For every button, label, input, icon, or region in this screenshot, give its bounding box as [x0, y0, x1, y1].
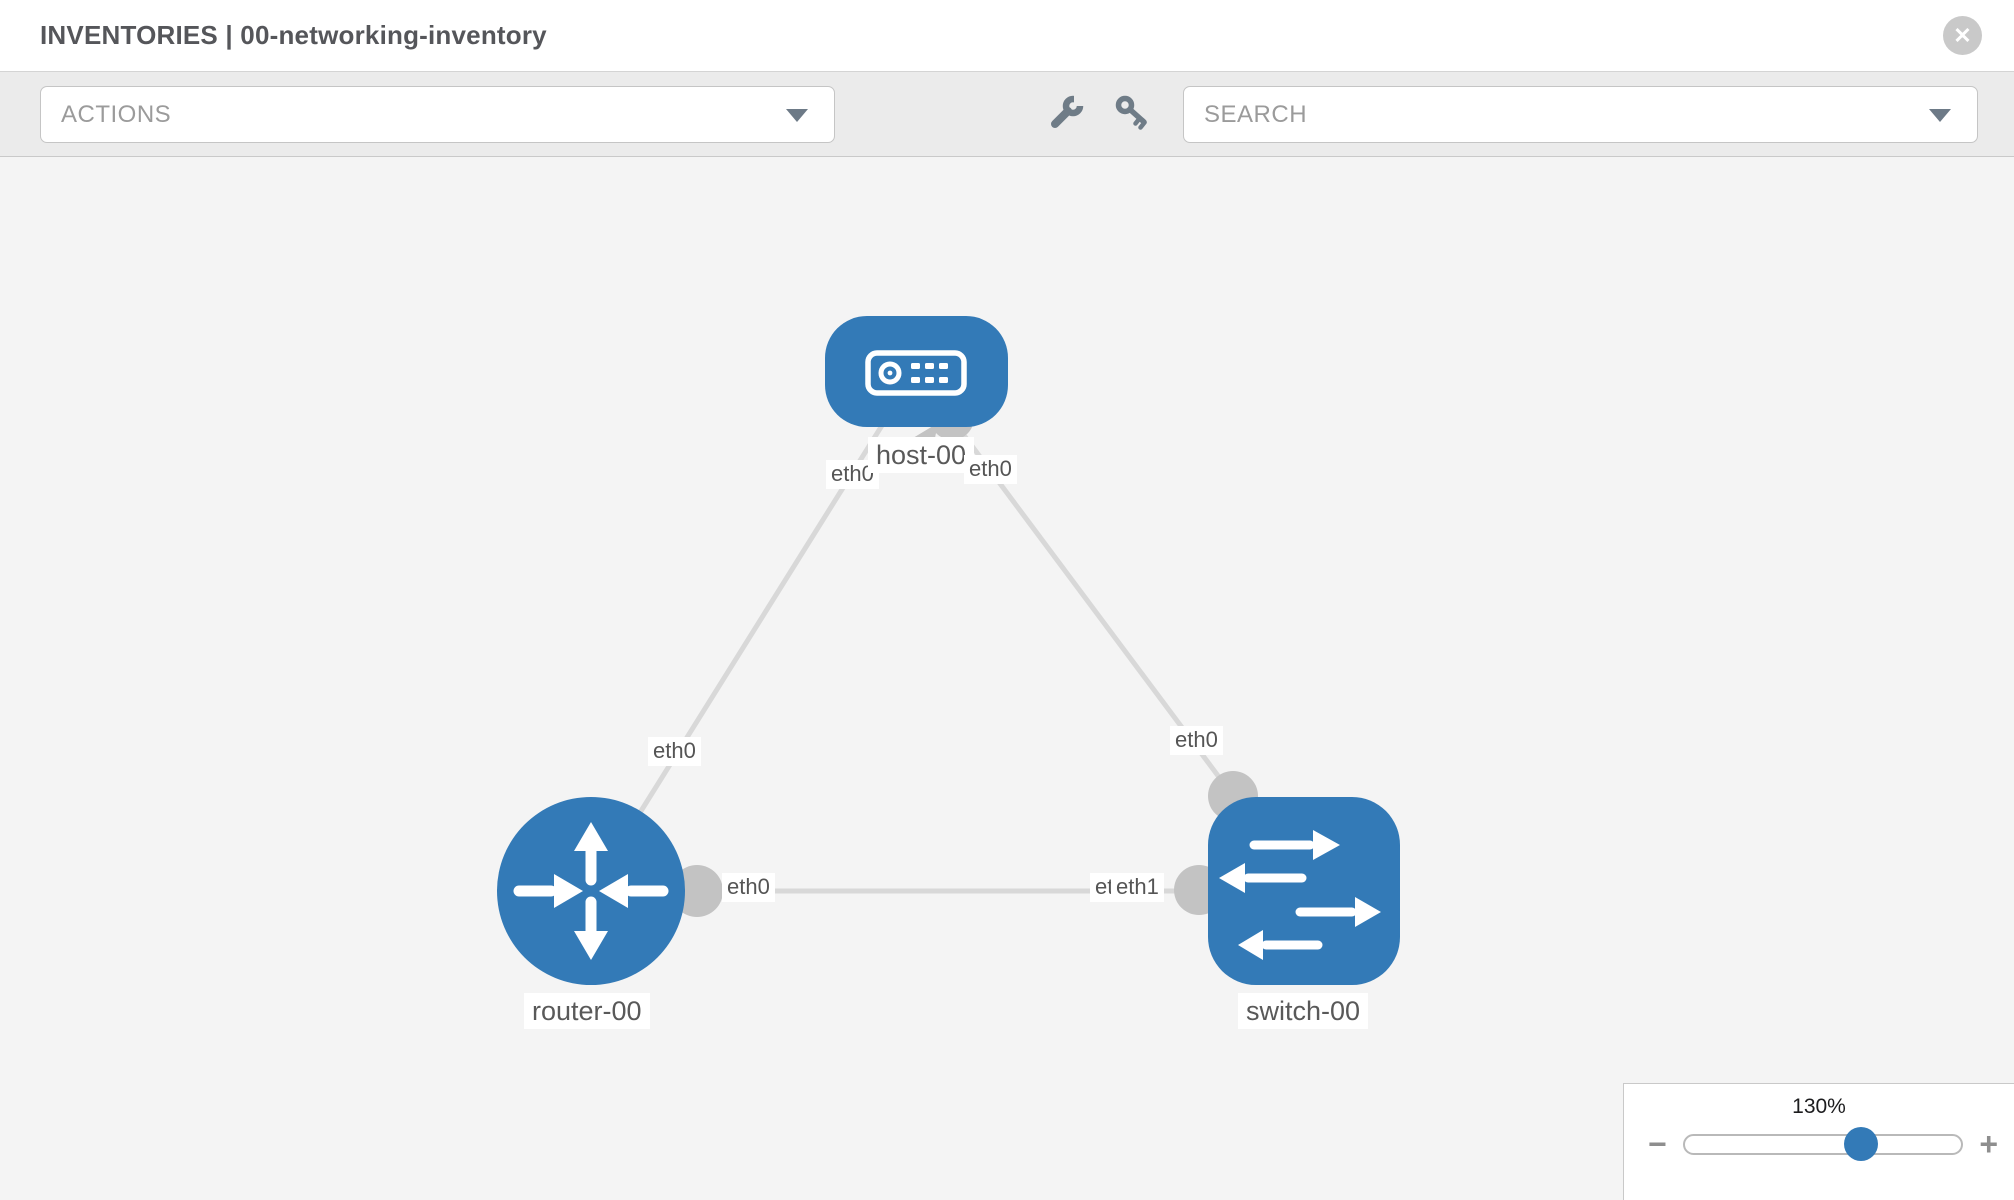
topology-canvas[interactable] — [0, 157, 2014, 1200]
host-icon — [865, 350, 967, 396]
search-dropdown[interactable]: SEARCH — [1183, 86, 1978, 143]
interface-label: eth0 — [964, 455, 1017, 484]
router-icon — [513, 822, 669, 960]
zoom-level: 130% — [1792, 1095, 1846, 1118]
page-title: INVENTORIES | 00-networking-inventory — [40, 20, 547, 50]
header: INVENTORIES | 00-networking-inventory ✕ — [0, 0, 2014, 72]
close-icon: ✕ — [1953, 22, 1972, 48]
key-icon[interactable] — [1114, 94, 1154, 134]
zoom-slider[interactable] — [1682, 1127, 1964, 1161]
zoom-in-button[interactable]: + — [1979, 1126, 1998, 1162]
wrench-icon[interactable] — [1046, 94, 1086, 134]
actions-dropdown[interactable]: ACTIONS — [40, 86, 835, 143]
toolbar: ACTIONS SEARCH — [0, 72, 2014, 157]
interface-label: eth1 — [1111, 873, 1164, 902]
node-label-host: host-00 — [868, 437, 975, 474]
link-host-router — [588, 369, 919, 893]
zoom-out-button[interactable]: − — [1648, 1126, 1667, 1162]
node-label-switch: switch-00 — [1238, 993, 1369, 1030]
node-label-router: router-00 — [524, 993, 650, 1030]
interface-label: eth0 — [826, 460, 879, 489]
chevron-down-icon — [786, 109, 808, 122]
node-host-00[interactable] — [825, 316, 1008, 427]
interface-label: eth0 — [1170, 726, 1223, 755]
search-placeholder: SEARCH — [1204, 100, 1308, 128]
node-router-00[interactable] — [497, 797, 685, 985]
switch-icon — [1219, 830, 1381, 960]
interface-label: eth0 — [648, 737, 701, 766]
actions-dropdown-label: ACTIONS — [61, 100, 172, 128]
interface-label: eth0 — [722, 873, 775, 902]
close-button[interactable]: ✕ — [1943, 16, 1982, 55]
zoom-slider-thumb[interactable] — [1843, 1127, 1878, 1161]
chevron-down-icon — [1929, 109, 1951, 122]
node-switch-00[interactable] — [1208, 797, 1400, 985]
zoom-panel: 130% − + — [1623, 1083, 2014, 1200]
